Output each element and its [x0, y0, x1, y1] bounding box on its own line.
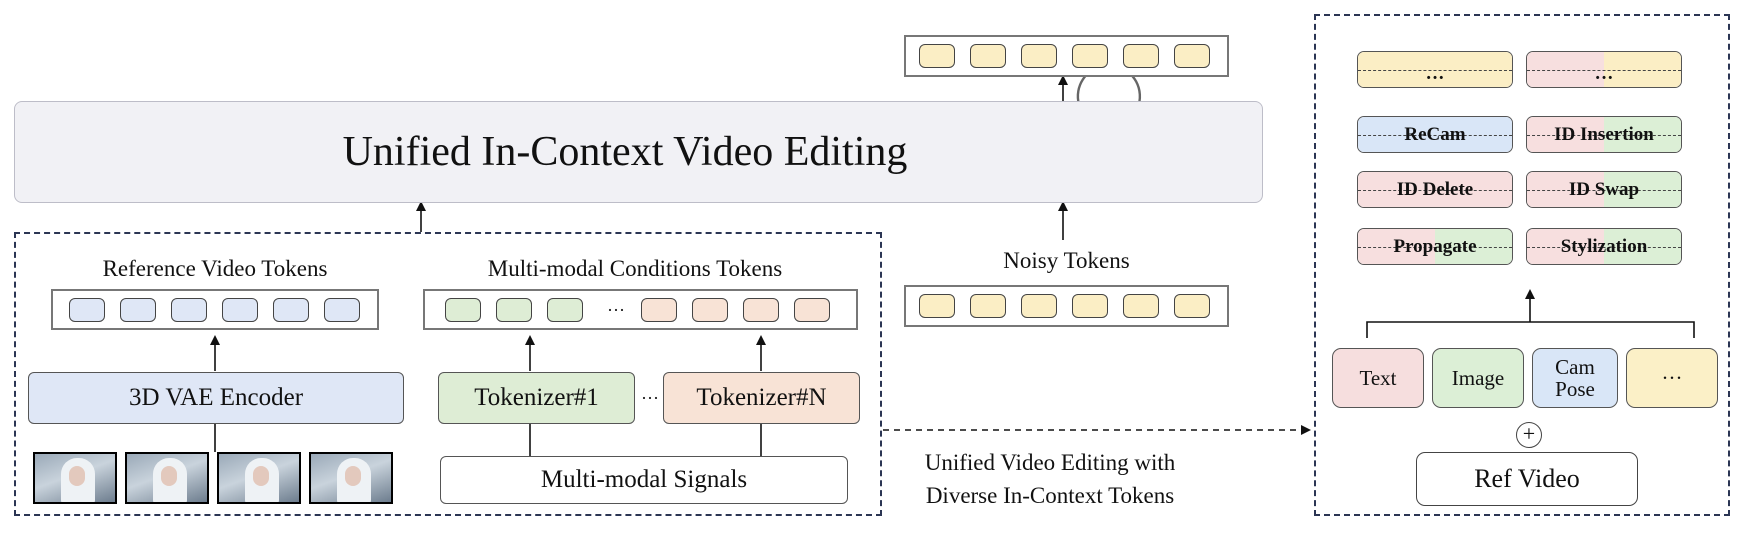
vae-encoder-box: 3D VAE Encoder: [28, 372, 404, 424]
task-card: Stylization: [1526, 228, 1682, 265]
ref-video-box: Ref Video: [1416, 452, 1638, 506]
task-label: ID Delete: [1396, 178, 1474, 200]
noisy-tokens-label: Noisy Tokens: [1003, 248, 1130, 273]
reference-tokens-label: Reference Video Tokens: [102, 256, 328, 281]
condition-token-orange: [793, 297, 830, 322]
reference-token: [222, 297, 258, 322]
task-label: Stylization: [1560, 235, 1648, 257]
condition-token-row: ···: [423, 289, 858, 330]
video-frame-thumbnail: [125, 452, 209, 504]
caption-line-2: Diverse In-Context Tokens: [925, 483, 1175, 508]
right-panel: [1314, 14, 1730, 516]
reference-token: [171, 297, 207, 322]
task-label: Propagate: [1393, 235, 1477, 257]
plus-circle-icon: +: [1516, 422, 1542, 448]
task-card: Propagate: [1357, 228, 1513, 265]
condition-card-image: Image: [1432, 348, 1524, 408]
noisy-token: [1021, 294, 1057, 318]
tokenizer-ellipsis: ···: [641, 387, 659, 408]
task-card: ID Delete: [1357, 171, 1513, 208]
output-token-row: [904, 35, 1229, 77]
condition-card-cam-pose: Cam Pose: [1532, 348, 1618, 408]
reference-token-row: [51, 289, 379, 330]
condition-token-green: [445, 297, 481, 322]
conditions-tokens-label: Multi-modal Conditions Tokens: [487, 256, 783, 281]
caption-line-1: Unified Video Editing with: [924, 450, 1176, 475]
caption: Unified Video Editing with Diverse In-Co…: [900, 446, 1200, 512]
noisy-token: [1072, 294, 1108, 318]
condition-token-orange: [742, 297, 779, 322]
task-card: ···: [1357, 51, 1513, 88]
output-token: [970, 44, 1006, 68]
multimodal-signals-box: Multi-modal Signals: [440, 456, 848, 504]
page-title: Unified In-Context Video Editing: [342, 129, 908, 175]
condition-card-text: Text: [1332, 348, 1424, 408]
condition-token-green: [496, 297, 532, 322]
left-panel: [14, 232, 882, 516]
reference-token: [69, 297, 105, 322]
condition-card-more: ···: [1626, 348, 1718, 408]
output-token: [1174, 44, 1210, 68]
plus-symbol: +: [1522, 421, 1536, 446]
noisy-token: [1123, 294, 1159, 318]
tokenizer-first-box: Tokenizer#1: [438, 372, 635, 424]
condition-ellipsis: ···: [607, 299, 625, 320]
video-frame-thumbnail: [217, 452, 301, 504]
output-token: [919, 44, 955, 68]
condition-token-orange: [691, 297, 728, 322]
reference-video-frames: [33, 452, 399, 506]
reference-token: [120, 297, 156, 322]
output-token: [1123, 44, 1159, 68]
output-token: [1072, 44, 1108, 68]
main-banner: [14, 101, 1263, 203]
task-card: ID Insertion: [1526, 116, 1682, 153]
tokenizer-last-box: Tokenizer#N: [663, 372, 860, 424]
task-label: ···: [1425, 67, 1445, 88]
task-card: ReCam: [1357, 116, 1513, 153]
task-label: ReCam: [1404, 123, 1466, 145]
video-frame-thumbnail: [309, 452, 393, 504]
noisy-token: [1174, 294, 1210, 318]
noisy-token: [919, 294, 955, 318]
condition-token-orange: [640, 297, 677, 322]
video-frame-thumbnail: [33, 452, 117, 504]
task-label: ···: [1594, 67, 1614, 88]
condition-token-green: [547, 297, 583, 322]
task-card: ···: [1526, 51, 1682, 88]
output-token: [1021, 44, 1057, 68]
task-label: ID Insertion: [1554, 123, 1654, 145]
task-card: ID Swap: [1526, 171, 1682, 208]
reference-token: [273, 297, 309, 322]
reference-token: [324, 297, 360, 322]
noisy-token: [970, 294, 1006, 318]
noisy-token-row: [904, 285, 1229, 327]
task-label: ID Swap: [1568, 178, 1640, 200]
